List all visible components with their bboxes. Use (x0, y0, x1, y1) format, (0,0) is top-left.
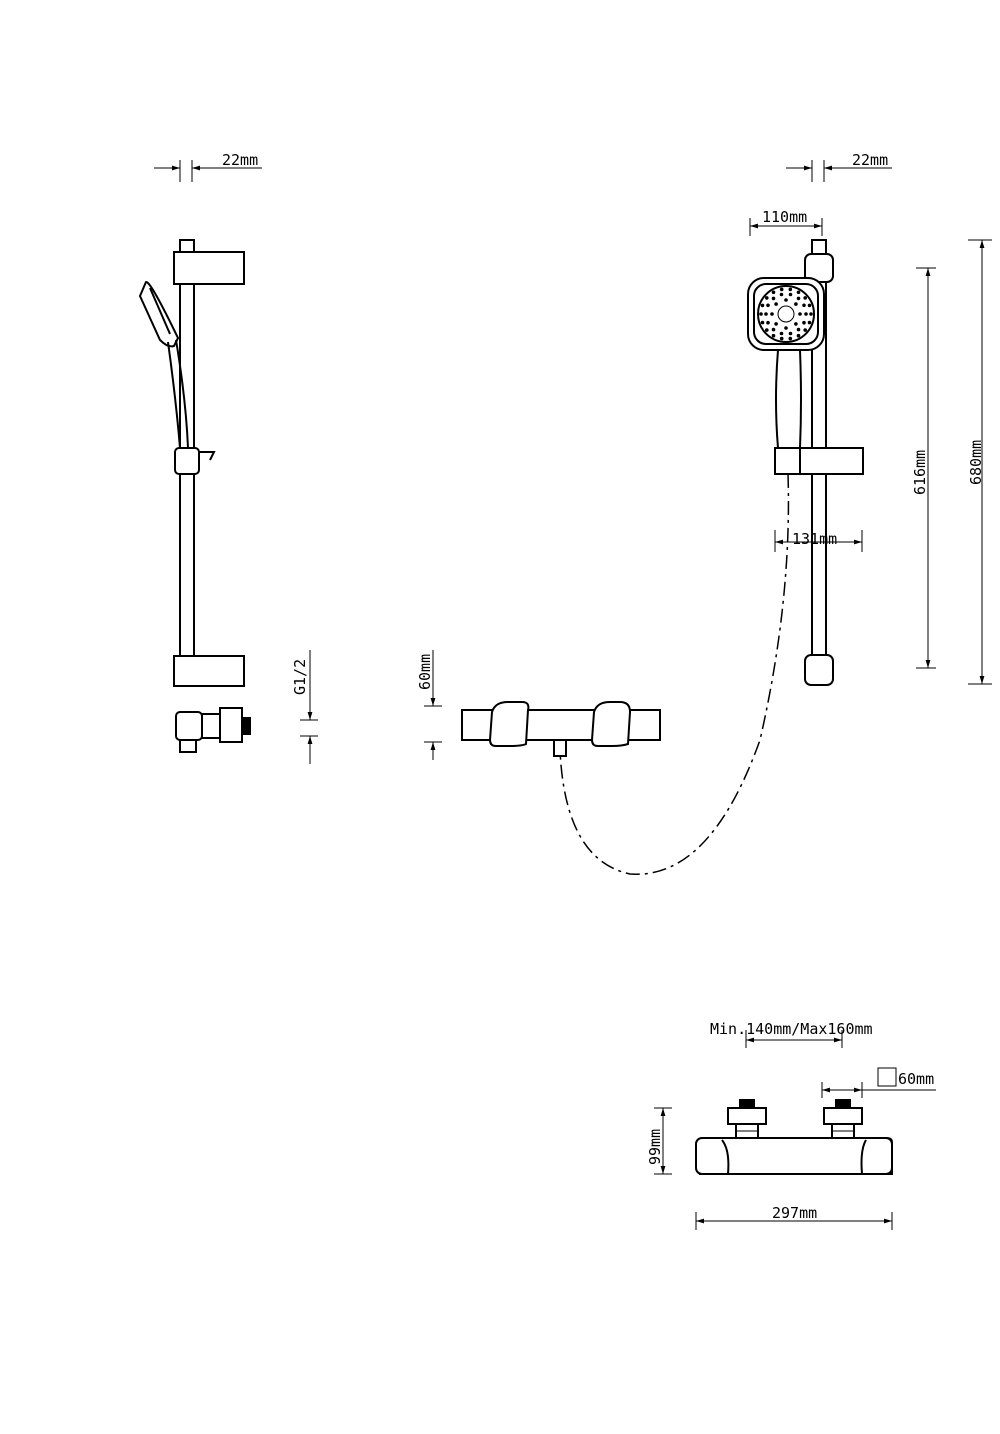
nozzle-dot (771, 327, 776, 332)
dim-side-rail-width-label: 22mm (222, 151, 258, 169)
nozzle-dot (766, 303, 770, 308)
nozzle-dot (764, 312, 768, 316)
nozzle-dot (803, 328, 807, 332)
side-shower-handle (167, 341, 181, 449)
nozzle-dot (807, 320, 812, 325)
nozzle-dot (807, 303, 812, 308)
nozzle-dot (765, 328, 769, 332)
nozzle-dot (804, 312, 808, 316)
dim-front-rail-width-label: 22mm (852, 151, 888, 169)
dim-valve-length-label: 297mm (772, 1204, 817, 1222)
dim-valve-depth: 60mm (416, 650, 442, 760)
nozzle-dot (771, 296, 776, 301)
nozzle-dot (788, 336, 793, 341)
nozzle-dot (759, 312, 763, 316)
front-shower-handle (775, 349, 802, 449)
dim-side-rail-width: 22mm (154, 151, 262, 182)
nozzle-dot (802, 320, 806, 325)
valve-front-view: 60mm (416, 650, 661, 760)
valve-right-handle (590, 701, 632, 747)
side-top-bracket (173, 251, 245, 285)
dim-total-height: 680mm (967, 239, 992, 685)
nozzle-dot (760, 320, 765, 325)
front-slider (774, 447, 864, 475)
nozzle-dot (760, 303, 765, 308)
front-bottom-bracket (804, 654, 834, 686)
dim-valve-depth-label: 60mm (416, 654, 434, 690)
top-right-inlet (823, 1099, 863, 1139)
dim-valve-length: 297mm (695, 1204, 893, 1230)
nozzle-dot (771, 333, 776, 338)
valve-top-view: Min.140mm/Max160mm 60mm (646, 1020, 936, 1230)
nozzle-dot (794, 302, 798, 306)
dim-front-rail-width: 22mm (786, 151, 892, 182)
shower-hose (559, 473, 790, 875)
side-view: 22mm G1/2 (138, 151, 318, 764)
dim-holder-projection-label: 131mm (792, 530, 837, 548)
nozzle-dot (766, 320, 770, 325)
nozzle-dot (809, 312, 813, 316)
nozzle-dot (784, 298, 788, 302)
nozzle-dot (788, 331, 793, 336)
nozzle-dot (796, 327, 801, 332)
nozzle-dot (796, 333, 801, 338)
dim-holder-projection: 131mm (774, 530, 863, 552)
nozzle-dot (788, 287, 793, 292)
dim-head-width: 110mm (749, 208, 823, 236)
dim-valve-height: 99mm (646, 1107, 672, 1175)
nozzle-dot (803, 296, 807, 300)
side-bottom-bracket (173, 655, 245, 687)
front-shower-head (747, 277, 825, 449)
dim-outlet-square: 60mm (821, 1067, 936, 1098)
dim-thread-label: G1/2 (291, 659, 309, 695)
nozzle-dot (796, 296, 801, 301)
dim-head-width-label: 110mm (762, 208, 807, 226)
nozzle-dot (798, 312, 802, 316)
valve-outlet (553, 739, 567, 757)
side-wall-elbow (175, 707, 251, 753)
nozzle-dot (784, 326, 788, 330)
nozzle-dot (779, 331, 784, 336)
dim-centers (745, 1030, 843, 1048)
nozzle-dot (771, 290, 776, 295)
nozzle-dot (779, 287, 784, 292)
nozzle-dot (788, 292, 793, 297)
valve-left-handle (488, 701, 530, 747)
nozzle-dot (765, 296, 769, 300)
front-shower-nozzles (759, 287, 813, 341)
nozzle-dot (774, 322, 778, 326)
nozzle-dot (779, 336, 784, 341)
front-view: 22mm 110mm (747, 151, 992, 686)
dim-outlet-square-label: 60mm (898, 1070, 934, 1088)
dim-thread: G1/2 (291, 650, 318, 764)
dim-holder-span: 616mm (911, 267, 936, 669)
nozzle-dot (796, 290, 801, 295)
side-shower-head (138, 280, 180, 348)
side-slider (174, 447, 200, 475)
top-left-inlet (727, 1099, 767, 1139)
nozzle-dot (794, 322, 798, 326)
top-valve-body (695, 1137, 893, 1175)
dim-centers-label: Min.140mm/Max160mm (710, 1020, 873, 1038)
dim-holder-span-label: 616mm (911, 450, 929, 495)
nozzle-dot (774, 302, 778, 306)
dim-total-height-label: 680mm (967, 440, 985, 485)
nozzle-dot (779, 292, 784, 297)
nozzle-dot (802, 303, 806, 308)
dim-valve-height-label: 99mm (646, 1129, 664, 1165)
nozzle-dot (770, 312, 774, 316)
